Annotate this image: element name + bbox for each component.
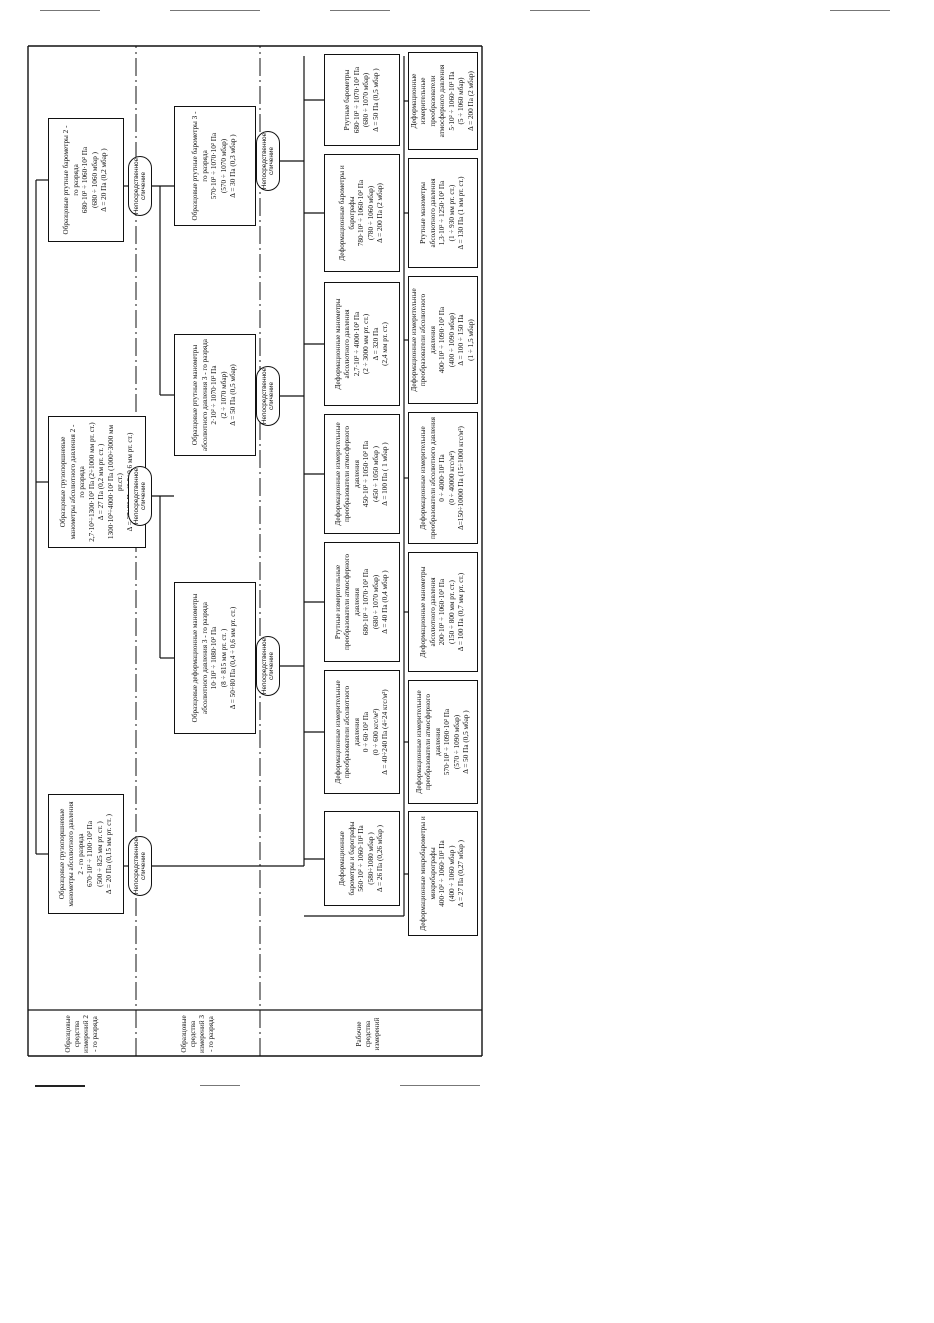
working-instrument-box: Деформационные микробарометры и микробар… [408, 811, 478, 936]
row-label-3rd-grade: Образцовые средства измерений 3 - го раз… [180, 1014, 215, 1054]
working-instrument-box: Ртутные барометры 680·10² ÷ 1070·10² Па … [324, 54, 400, 146]
scan-streak [400, 1085, 480, 1086]
standard-box-3rd-grade: Образцовые деформационные манометры абсо… [174, 582, 256, 734]
standard-box-2nd-grade: Образцовые грузопоршневые манометры абсо… [48, 794, 124, 914]
working-instrument-box: Деформационные измерительные преобразова… [408, 52, 478, 150]
direct-comparison-oval: Непосредственное сличение [256, 366, 280, 426]
working-instrument-box: Деформационные измерительные преобразова… [408, 680, 478, 804]
scan-streak [200, 1085, 240, 1086]
direct-comparison-oval: Непосредственное сличение [128, 466, 152, 526]
scan-streak [830, 10, 890, 11]
working-instrument-box: Деформационные измерительные преобразова… [408, 412, 478, 544]
scan-streak [330, 10, 390, 11]
scan-streak [170, 10, 260, 11]
direct-comparison-oval: Непосредственное сличение [128, 156, 152, 216]
working-instrument-box: Деформационные измерительные преобразова… [324, 414, 400, 534]
working-instrument-box: Деформационные барометры и барографы 780… [324, 154, 400, 272]
direct-comparison-oval: Непосредственное сличение [256, 131, 280, 191]
row-label-2nd-grade: Образцовые средства измерений 2 - го раз… [64, 1014, 99, 1054]
standard-box-3rd-grade: Образцовые ртутные манометры абсолютного… [174, 334, 256, 456]
working-instrument-box: Деформационные барометры и барографы 560… [324, 811, 400, 906]
working-instrument-box: Ртутные измерительные преобразователи ат… [324, 542, 400, 662]
scan-streak [40, 10, 100, 11]
working-instrument-box: Деформационные манометры абсолютного дав… [324, 282, 400, 406]
standard-box-2nd-grade: Образцовые ртутные барометры 2 - го разр… [48, 118, 124, 242]
scan-streak [35, 1085, 85, 1087]
working-instrument-box: Ртутные манометры абсолютного давления 1… [408, 158, 478, 268]
direct-comparison-oval: Непосредственное сличение [128, 836, 152, 896]
working-instrument-box: Деформационные манометры абсолютного дав… [408, 552, 478, 672]
verification-scheme-diagram: Образцовые средства измерений 2 - го раз… [27, 45, 483, 1057]
standard-box-3rd-grade: Образцовые ртутные барометры 3 - го разр… [174, 106, 256, 226]
direct-comparison-oval: Непосредственное сличение [256, 636, 280, 696]
working-instrument-box: Деформационные измерительные преобразова… [408, 276, 478, 404]
scan-streak [530, 10, 590, 11]
row-label-working-instruments: Рабочие средства измерений [354, 1017, 381, 1051]
working-instrument-box: Деформационные измерительные преобразова… [324, 670, 400, 794]
